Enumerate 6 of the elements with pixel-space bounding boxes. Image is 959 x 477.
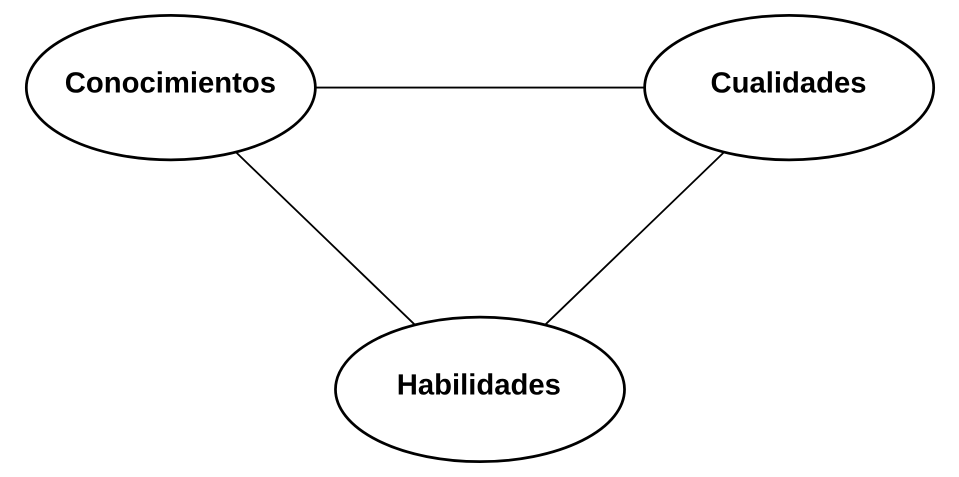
connector	[315, 86, 644, 88]
node-ellipse: Conocimientos	[24, 14, 316, 162]
connector	[544, 152, 724, 326]
connector	[235, 152, 415, 326]
node-ellipse: Habilidades	[334, 316, 626, 464]
node-ellipse: Cualidades	[642, 14, 935, 162]
